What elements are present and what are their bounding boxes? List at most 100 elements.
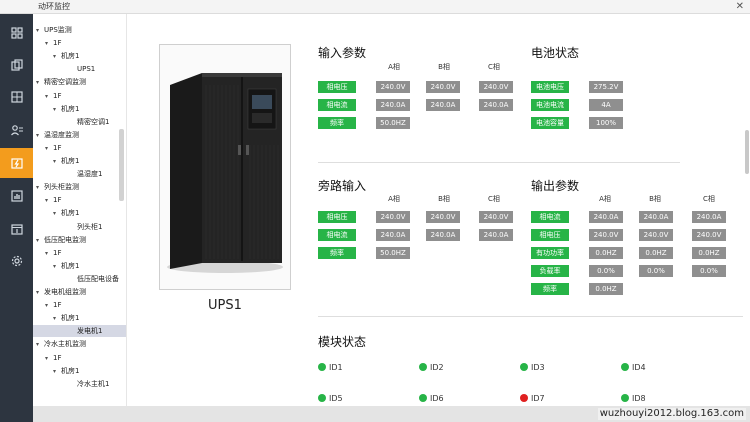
tree-node[interactable]: ▾机房1 <box>53 312 79 324</box>
input-value: 240.0A <box>376 99 410 111</box>
rail-item-layers[interactable] <box>0 50 33 80</box>
tree-node[interactable]: ▾UPS监测 <box>36 24 72 36</box>
tree-node-label: 机房1 <box>61 314 80 323</box>
tree-node[interactable]: 冷水主机1 <box>69 378 109 390</box>
tree-node-label: UPS1 <box>77 65 96 74</box>
calendar-icon <box>10 224 23 235</box>
output-value: 0.0% <box>639 265 673 277</box>
tree-node-label: 列头柜1 <box>77 222 103 231</box>
tree-node-label: 机房1 <box>61 209 80 218</box>
main-scrollbar[interactable] <box>745 130 749 174</box>
tree-node-label: 温湿度监测 <box>44 130 79 139</box>
battery-label: 电池容量 <box>531 117 569 129</box>
tree-node[interactable]: ▾发电机组监测 <box>36 286 86 298</box>
input-section-title: 输入参数 <box>318 46 367 60</box>
expand-arrow-icon: ▾ <box>36 236 40 244</box>
module-status-item: ID5 <box>318 394 343 404</box>
tree-node[interactable]: ▾精密空调监测 <box>36 76 86 88</box>
rail-item-user-list[interactable] <box>0 115 33 145</box>
tree-node[interactable]: 温湿度1 <box>69 168 102 180</box>
output-label: 负载率 <box>531 265 569 277</box>
bypass-value: 240.0V <box>479 211 513 223</box>
bypass-value: 50.0HZ <box>376 247 410 259</box>
modules-section-title: 模块状态 <box>318 335 367 349</box>
expand-arrow-icon: ▾ <box>53 262 57 270</box>
tree-node[interactable]: ▾1F <box>45 247 61 259</box>
tree-node[interactable]: ▾ 机房1 <box>53 155 79 167</box>
tree-node[interactable]: ▾1F <box>45 352 61 364</box>
expand-arrow-icon: ▾ <box>45 249 49 257</box>
input-value: 50.0HZ <box>376 117 410 129</box>
tree-node-label: 机房1 <box>61 157 80 165</box>
rail-item-power[interactable] <box>0 148 33 178</box>
tree-node[interactable]: ▾机房1 <box>53 207 79 219</box>
tree-node[interactable]: ▾1F <box>45 142 61 154</box>
tree-node-label: 冷水主机监测 <box>44 340 86 349</box>
tree-node-label: 低压配电监测 <box>44 235 86 244</box>
output-value: 0.0HZ <box>589 283 623 295</box>
status-dot-icon <box>520 394 528 402</box>
bypass-label: 相电压 <box>318 211 356 223</box>
expand-arrow-icon: ▾ <box>53 158 57 165</box>
input-label: 相电压 <box>318 81 356 93</box>
tree-node[interactable]: ▾机房1 <box>53 365 79 377</box>
module-id-label: ID5 <box>329 394 343 403</box>
bar-chart-icon <box>10 190 23 202</box>
status-dot-icon <box>419 363 427 371</box>
input-value: 240.0A <box>426 99 460 111</box>
tree-node-label: 精密空调监测 <box>44 78 86 87</box>
output-value: 0.0HZ <box>589 247 623 259</box>
tree-node-label: 精密空调1 <box>77 117 110 126</box>
tree-node[interactable]: 列头柜1 <box>69 221 102 233</box>
battery-value: 100% <box>589 117 623 129</box>
tree-node[interactable]: ▾1F <box>45 37 61 49</box>
expand-arrow-icon: ▾ <box>53 53 57 61</box>
tree-node[interactable]: 发电机1 <box>33 325 126 338</box>
tree-node[interactable]: ▾列头柜监测 <box>36 181 79 193</box>
rail-item-gear[interactable] <box>0 246 33 276</box>
tree-scrollbar[interactable] <box>119 129 124 201</box>
module-id-label: ID7 <box>531 394 545 403</box>
tree-node-label: 1F <box>53 39 62 48</box>
module-status-item: ID6 <box>419 394 444 404</box>
tree-node[interactable]: ▾机房1 <box>53 260 79 272</box>
tree-node[interactable]: ▾冷水主机监测 <box>36 338 86 350</box>
close-icon[interactable]: ✕ <box>735 1 744 12</box>
tree-node[interactable]: 精密空调1 <box>69 116 109 128</box>
output-value: 240.0V <box>589 229 623 241</box>
module-status-item: ID7 <box>520 394 545 404</box>
output-col-header: C相 <box>703 195 715 203</box>
tree-node[interactable]: ▾机房1 <box>53 50 79 62</box>
module-status-item: ID2 <box>419 363 444 373</box>
expand-arrow-icon: ▾ <box>36 27 40 34</box>
tree-node[interactable]: ▾温湿度监测 <box>36 129 79 141</box>
module-status-item: ID8 <box>621 394 646 404</box>
output-col-header: B相 <box>649 195 661 203</box>
tree-node[interactable]: 低压配电设备 <box>69 273 119 285</box>
bypass-value: 240.0A <box>479 229 513 241</box>
battery-section-title: 电池状态 <box>531 46 580 60</box>
tree-node[interactable]: ▾1F <box>45 90 61 102</box>
output-value: 240.0V <box>639 229 673 241</box>
tree-node-label: 机房1 <box>61 104 80 113</box>
rail-item-grid[interactable] <box>0 18 33 48</box>
output-value: 240.0V <box>692 229 726 241</box>
section-divider <box>318 162 680 163</box>
tree-node[interactable]: ▾ 低压配电监测 <box>36 234 86 246</box>
tree-node[interactable]: ▾1F <box>45 299 61 311</box>
expand-arrow-icon: ▾ <box>45 302 49 310</box>
output-section-title: 输出参数 <box>531 179 580 193</box>
status-dot-icon <box>621 394 629 402</box>
rail-item-dashboard[interactable] <box>0 82 33 112</box>
rail-item-calendar[interactable] <box>0 214 33 244</box>
status-dot-icon <box>318 394 326 402</box>
input-value: 240.0V <box>479 81 513 93</box>
tree-node[interactable]: UPS1 <box>69 63 95 75</box>
input-label: 频率 <box>318 117 356 129</box>
status-dot-icon <box>419 394 427 402</box>
tree-node[interactable]: ▾机房1 <box>53 103 79 115</box>
tree-node[interactable]: ▾1F <box>45 194 61 206</box>
rail-item-bar-chart[interactable] <box>0 181 33 211</box>
bypass-section-title: 旁路输入 <box>318 179 367 193</box>
